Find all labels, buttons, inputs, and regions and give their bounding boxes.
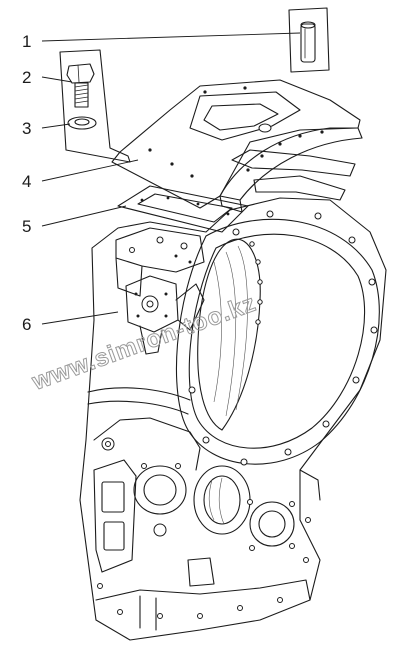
callout-3: 3 <box>22 119 31 138</box>
callout-4: 4 <box>22 172 31 191</box>
callout-1: 1 <box>22 32 31 51</box>
part-4-top-cover <box>111 79 363 213</box>
leader-lines <box>41 32 301 325</box>
callout-2: 2 <box>22 68 31 87</box>
part-1-dowel-pin <box>288 7 330 73</box>
callout-5: 5 <box>22 217 31 236</box>
callout-numbers: 1 2 3 4 5 6 <box>22 32 31 334</box>
part-6-bell-housing <box>79 197 387 641</box>
part-2-bolt-and-part-3-washer <box>59 49 131 163</box>
callout-6: 6 <box>22 315 31 334</box>
part-5-gasket <box>117 185 249 233</box>
